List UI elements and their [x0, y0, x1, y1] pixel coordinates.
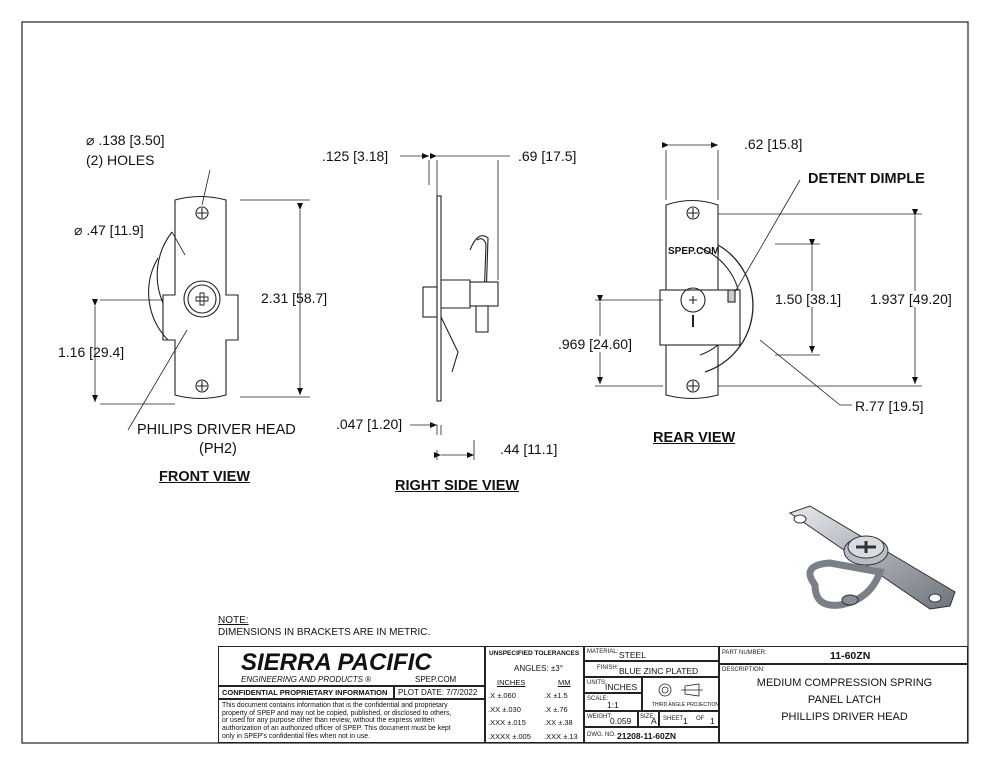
finish-label: FINISH: [597, 665, 619, 671]
front-view-title: FRONT VIEW [159, 469, 251, 485]
tolerance-inches-hdr: INCHES [497, 678, 526, 687]
dia-dim: ⌀ .47 [11.9] [74, 222, 144, 238]
material-label: MATERIAL: [587, 649, 619, 655]
sheet-cell: SHEET 1 OF 1 [659, 711, 719, 727]
sheet-label: SHEET [663, 716, 684, 722]
front-view-drawing [92, 169, 310, 431]
material-cell: MATERIAL: STEEL [584, 646, 719, 661]
units-value: INCHES [605, 682, 638, 692]
tolerance-mm-hdr: MM [558, 678, 571, 687]
weight-label: WEIGHT: [587, 714, 612, 720]
rear-view-drawing [595, 142, 922, 406]
tolerance-mm: .X ±1.5 .X ±.76 .XX ±.38 .XXX ±.13 [544, 691, 578, 741]
tolerance-angles: ANGLES: ±3° [514, 664, 563, 673]
of-label: OF [696, 716, 705, 722]
lower-dim: 1.16 [29.4] [58, 344, 125, 360]
dwg-cell: DWG. NO. 21208-11-60ZN [584, 727, 719, 743]
confidential-title: CONFIDENTIAL PROPRIETARY INFORMATION [222, 688, 388, 697]
projection-label: THIRD ANGLE PROJECTION [652, 702, 719, 708]
weight-value: 0.059 [610, 716, 632, 726]
side-dim-b: .69 [17.5] [518, 148, 577, 164]
side-view-drawing [400, 153, 510, 460]
part-label: PART NUMBER: [722, 650, 767, 656]
size-value: A [651, 716, 657, 726]
finish-value: BLUE ZINC PLATED [619, 666, 699, 676]
scale-cell: SCALE: 1:1 [584, 693, 642, 711]
plot-date: PLOT DATE: 7/7/2022 [398, 688, 478, 697]
size-label: SIZE: [640, 714, 656, 720]
scale-label: SCALE: [587, 696, 609, 702]
of-value: 1 [710, 716, 715, 726]
head-note: PHILIPS DRIVER HEAD [137, 422, 296, 438]
dwg-label: DWG. NO. [587, 732, 616, 738]
height-dim: 2.31 [58.7] [261, 290, 328, 306]
rear-dim-overall: 1.937 [49.20] [870, 291, 952, 307]
confidential-title-cell: CONFIDENTIAL PROPRIETARY INFORMATION [218, 686, 394, 699]
rear-dim-mid: 1.50 [38.1] [775, 291, 842, 307]
material-value: STEEL [619, 650, 646, 660]
finish-cell: FINISH: BLUE ZINC PLATED [584, 661, 719, 677]
head-note-2: (PH2) [199, 441, 237, 457]
isometric-render [788, 505, 956, 610]
rear-view-title: REAR VIEW [653, 430, 736, 446]
units-label: UNITS: [587, 680, 607, 686]
sheet-value: 1 [683, 716, 688, 726]
size-cell: SIZE: A [638, 711, 659, 727]
rear-dim-top: .62 [15.8] [744, 136, 803, 152]
confidential-text: This document contains information that … [222, 702, 452, 740]
side-dim-d: .44 [11.1] [500, 441, 558, 457]
sheet-border [21, 21, 969, 744]
note-text: DIMENSIONS IN BRACKETS ARE IN METRIC. [218, 627, 431, 638]
projection-cell: THIRD ANGLE PROJECTION [642, 677, 719, 711]
side-dim-a: .125 [3.18] [322, 148, 389, 164]
company-cell: SIERRA PACIFIC ENGINEERING AND PRODUCTS … [218, 646, 485, 686]
projection-icon [658, 683, 703, 697]
side-dim-c: .047 [1.20] [336, 416, 403, 432]
hole-dim: ⌀ .138 [3.50] [86, 132, 165, 148]
dwg-value: 21208-11-60ZN [617, 731, 677, 741]
part-value: 11-60ZN [830, 650, 871, 662]
company-sub: ENGINEERING AND PRODUCTS ® [241, 675, 372, 684]
side-view-title: RIGHT SIDE VIEW [395, 478, 520, 494]
company-website: SPEP.COM [415, 675, 457, 684]
weight-cell: WEIGHT: 0.059 [584, 711, 638, 727]
rear-radius: R.77 [19.5] [855, 398, 924, 414]
tolerances-cell: UNSPECIFIED TOLERANCES ANGLES: ±3° INCHE… [485, 646, 584, 743]
description-cell: DESCRIPTION: MEDIUM COMPRESSION SPRING P… [719, 664, 968, 743]
tolerance-inches: .X ±.060 .XX ±.030 .XXX ±.015 .XXXX ±.00… [488, 691, 531, 741]
plot-date-cell: PLOT DATE: 7/7/2022 [394, 686, 485, 699]
units-cell: UNITS: INCHES [584, 677, 642, 693]
company-name: SIERRA PACIFIC [241, 649, 432, 676]
description-text: MEDIUM COMPRESSION SPRING PANEL LATCH PH… [756, 677, 933, 723]
part-number-cell: PART NUMBER: 11-60ZN [719, 646, 968, 664]
holes-note: (2) HOLES [86, 152, 155, 168]
confidential-text-cell: This document contains information that … [218, 699, 485, 743]
scale-value: 1:1 [607, 700, 619, 710]
title-block: SIERRA PACIFIC ENGINEERING AND PRODUCTS … [218, 646, 968, 743]
description-label: DESCRIPTION: [722, 667, 765, 673]
detent-callout: DETENT DIMPLE [808, 171, 925, 187]
rear-logo: SPEP.COM [668, 246, 720, 257]
tolerance-title: UNSPECIFIED TOLERANCES [489, 650, 580, 657]
rear-dim-left: .969 [24.60] [558, 336, 632, 352]
note-title: NOTE: [218, 615, 249, 626]
